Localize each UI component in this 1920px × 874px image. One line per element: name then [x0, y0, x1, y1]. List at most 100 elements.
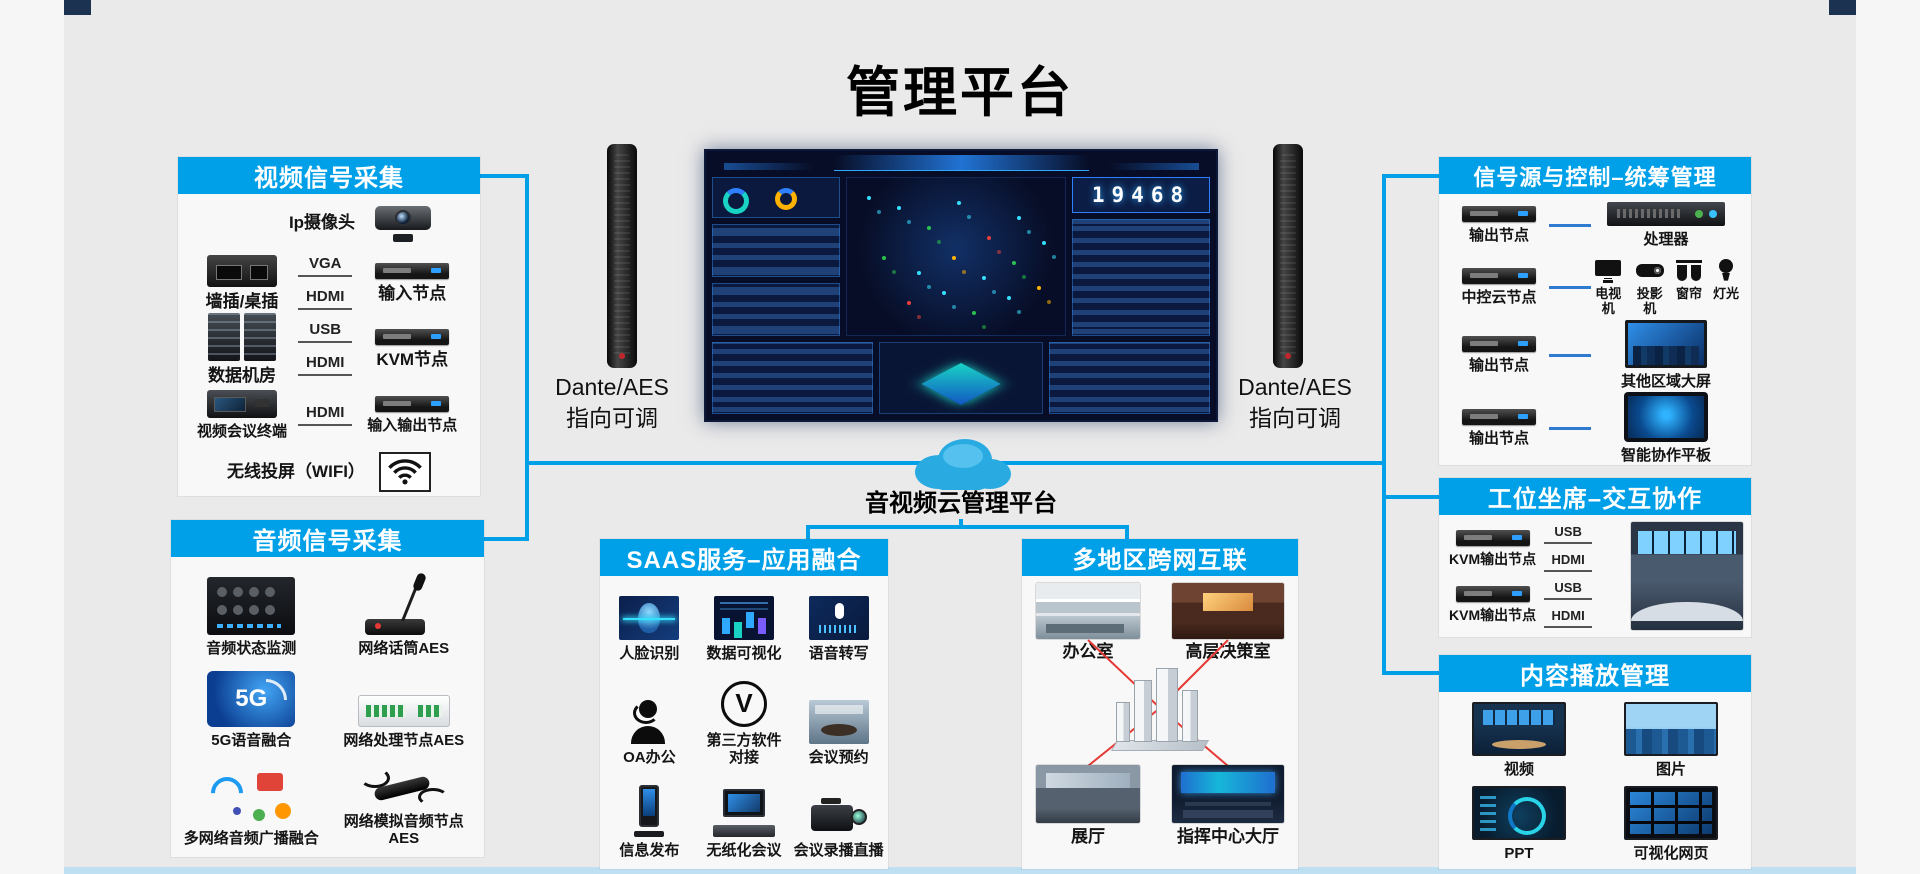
broadcast-fusion-icon	[204, 769, 295, 825]
panel-multi-region: 多地区跨网互联 办公室 高层决策室 展厅 指挥中心大厅	[1022, 539, 1298, 869]
dashboard-donut-panel	[712, 177, 840, 218]
speaker-left-line2: 指向可调	[566, 405, 658, 432]
network-mic-icon	[359, 571, 449, 635]
network-processor-label: 网络处理节点AES	[343, 732, 465, 750]
panel-video-capture: 视频信号采集 Ip摄像头 墙插/桌插 VGA HDMI 输入节点	[178, 157, 480, 496]
output-node-label: 输出节点	[1468, 356, 1529, 374]
face-recognition-icon	[619, 596, 680, 641]
office-photo	[1036, 583, 1140, 639]
kvm-output-icon	[1455, 529, 1530, 546]
video-content-icon	[1472, 702, 1566, 756]
recording-streaming-icon	[809, 795, 869, 837]
voice-transcription-label: 语音转写	[808, 645, 869, 663]
other-area-screen-item: 其他区域大屏	[1621, 319, 1711, 390]
row-data-room: 数据机房 USB HDMI KVM节点	[186, 312, 472, 385]
voice-transcription-icon	[808, 596, 869, 641]
hdmi-link-label: HDMI	[298, 355, 353, 376]
panel-multi-region-title: 多地区跨网互联	[1022, 539, 1298, 576]
central-control-node-icon	[1462, 267, 1536, 284]
kvm-node-item: KVM节点	[356, 328, 468, 370]
smart-board-label: 智能协作平板	[1620, 447, 1711, 465]
third-party-item: V 第三方软件对接	[697, 667, 792, 771]
panel-workstation-title: 工位坐席–交互协作	[1439, 478, 1751, 515]
panel-audio-capture: 音频信号采集 音频状态监测 网络话筒AES 5G 5G语音融合 网络处理节点AE…	[171, 520, 484, 857]
ip-camera-icon	[371, 204, 435, 242]
speaker-left-label: Dante/AES 指向可调	[537, 372, 687, 434]
kvm-output-label: KVM输出节点	[1449, 606, 1537, 623]
voice-transcription-item: 语音转写	[791, 582, 886, 667]
cloud-icon	[905, 428, 1017, 494]
vc-terminal-label: 视频会议终端	[197, 422, 288, 440]
lighting-label: 灯光	[1712, 285, 1739, 301]
panel-saas-services: SAAS服务–应用融合 人脸识别 数据可视化 语音转写 OA办公 V 第三方软件…	[600, 539, 888, 869]
ppt-content-label: PPT	[1504, 845, 1534, 863]
paperless-meeting-label: 无纸化会议	[706, 841, 782, 859]
kvm-node-icon	[375, 328, 450, 345]
info-publish-label: 信息发布	[619, 841, 680, 859]
bottom-strip-decor	[64, 867, 1856, 874]
oa-office-item: OA办公	[602, 667, 697, 771]
kvm-output-label: KVM输出节点	[1449, 550, 1537, 567]
row-wall-plug: 墙插/桌插 VGA HDMI 输入节点	[186, 250, 472, 316]
link-line	[1549, 285, 1591, 289]
page-title: 管理平台	[846, 63, 1074, 123]
paperless-meeting-icon	[712, 788, 775, 837]
analog-audio-node-label: 网络模拟音频节点AES	[343, 812, 464, 847]
projector-item: 投影机	[1633, 258, 1668, 317]
output-node-icon	[1462, 205, 1536, 222]
input-node-icon	[375, 262, 450, 279]
kvm-node-label: KVM节点	[376, 349, 449, 369]
vc-terminal-item: 视频会议终端	[190, 389, 294, 440]
speaker-right-line1: Dante/AES	[1238, 374, 1352, 400]
speaker-left-line1: Dante/AES	[555, 374, 669, 400]
network-mic-item: 网络话筒AES	[328, 563, 481, 661]
executive-room-label: 高层决策室	[1185, 642, 1271, 661]
row-central-control: 中控云节点 电视机 投影机 窗帘	[1439, 256, 1751, 318]
link-line	[1549, 353, 1591, 357]
5g-voice-label: 5G语音融合	[211, 732, 292, 750]
curtain-item: 窗帘	[1674, 258, 1704, 317]
paperless-meeting-item: 无纸化会议	[697, 770, 792, 863]
analog-audio-node-icon	[359, 764, 448, 808]
command-center-photo	[1172, 765, 1284, 823]
wireless-cast-label: 无线投屏（WIFI）	[227, 462, 365, 482]
curtain-icon	[1674, 258, 1704, 284]
cloud-platform-label: 音视频云管理平台	[811, 490, 1111, 519]
processor-item: 处理器	[1607, 201, 1725, 248]
web-content-label: 可视化网页	[1633, 845, 1709, 863]
tv-item: 电视机	[1591, 258, 1626, 317]
recording-streaming-item: 会议录播直播	[791, 770, 886, 863]
io-node-item: 输入输出节点	[356, 395, 468, 434]
output-node-item: 输出节点	[1449, 205, 1549, 244]
curtain-label: 窗帘	[1675, 285, 1702, 301]
wall-plug-icon	[207, 254, 277, 287]
hdmi-link-label: HDMI	[1544, 553, 1593, 572]
workstation-room-photo	[1631, 522, 1743, 630]
donut-chart-icon	[775, 188, 797, 210]
meeting-booking-item: 会议预约	[791, 667, 886, 771]
processor-label: 处理器	[1643, 230, 1689, 248]
output-node-label: 输出节点	[1468, 430, 1529, 448]
tv-icon	[1593, 258, 1623, 284]
right-rail	[1856, 0, 1920, 874]
kvm-output-icon	[1455, 585, 1530, 602]
output-node-item: 输出节点	[1449, 335, 1549, 374]
panel-signal-control-title: 信号源与控制–统筹管理	[1439, 157, 1751, 194]
panel-content-playback-title: 内容播放管理	[1439, 655, 1751, 692]
row-smart-board: 输出节点 智能协作平板	[1439, 392, 1751, 465]
audio-monitor-icon	[207, 577, 296, 635]
row-vc-terminal: 视频会议终端 HDMI 输入输出节点	[186, 382, 472, 448]
link-line	[1549, 223, 1591, 227]
ip-camera-label: Ip摄像头	[288, 213, 356, 233]
dashboard-table-panel	[712, 342, 874, 414]
face-recognition-item: 人脸识别	[602, 582, 697, 667]
broadcast-fusion-item: 多网络音频广播融合	[175, 754, 328, 852]
data-visualization-item: 数据可视化	[697, 582, 792, 667]
hdmi-link-label: HDMI	[1544, 609, 1593, 628]
executive-room-photo	[1172, 583, 1284, 639]
top-left-corner-decor	[64, 0, 91, 15]
dashboard-stat-counter: 19468	[1072, 177, 1210, 213]
5g-voice-icon: 5G	[207, 671, 296, 728]
row-processor: 输出节点 处理器	[1439, 194, 1751, 256]
projector-label: 投影机	[1636, 285, 1663, 316]
